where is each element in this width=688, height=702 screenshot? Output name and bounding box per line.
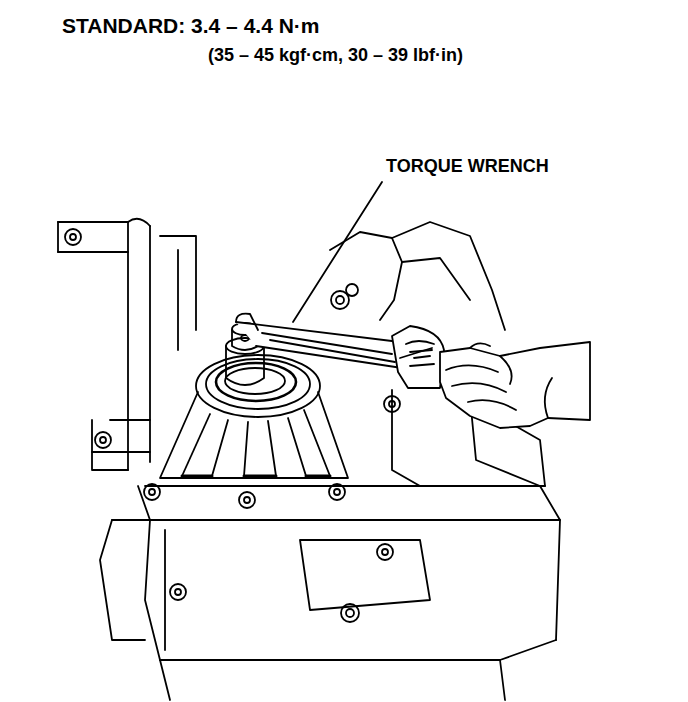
left-housing: [58, 219, 196, 470]
bolt-bosses-part: [389, 401, 395, 407]
bolt-bosses-part: [170, 584, 186, 600]
bolt-bosses-part: [341, 604, 359, 622]
left-housing-part: [127, 222, 129, 470]
ribbed-dome-part: [182, 475, 330, 478]
lower-casing-part: [138, 486, 556, 660]
bolt-bosses-part: [244, 497, 250, 503]
bolt-bosses-part: [175, 589, 181, 595]
torque-wrench-figure-part: [400, 348, 432, 358]
bolt-bosses-part: [100, 437, 106, 443]
hand-part: [500, 356, 512, 384]
bolt-bosses: [65, 229, 400, 622]
bolt-bosses-part: [144, 484, 160, 500]
bolt-bosses-part: [377, 544, 393, 560]
torque-wrench-figure-part: [406, 341, 434, 344]
ribbed-dome-part: [182, 414, 210, 476]
ribbed-dome: [160, 392, 348, 478]
bolt-bosses-part: [336, 296, 344, 304]
bolt-bosses-part: [346, 284, 358, 296]
ribbed-dome-part: [212, 420, 228, 476]
ribbed-dome-part: [304, 410, 330, 476]
lower-casing-part: [164, 530, 166, 650]
lower-casing-part: [145, 485, 545, 487]
right-housing-part: [540, 486, 560, 640]
bolt-bosses-part: [65, 229, 81, 245]
lower-casing-part: [500, 660, 505, 700]
leader-line: [293, 182, 382, 322]
bolt-bosses-part: [384, 396, 400, 412]
torque-wrench-figure-part: [410, 350, 434, 366]
bolt-bosses-part: [346, 609, 354, 617]
bolt-bosses-part: [239, 492, 255, 508]
right-housing-part: [402, 258, 470, 300]
bearing-seal-part: [206, 359, 310, 409]
left-housing-part: [92, 420, 128, 470]
torque-wrench-figure-part: [392, 326, 444, 388]
left-housing-part: [58, 221, 128, 223]
hand-part: [452, 383, 506, 392]
left-housing-part: [177, 250, 179, 350]
bolt-bosses-part: [329, 484, 345, 500]
lower-casing-part: [112, 519, 150, 521]
ribbed-dome-part: [244, 422, 248, 476]
bearing-seal-part: [196, 355, 320, 417]
lower-casing: [100, 486, 560, 700]
left-housing-part: [110, 419, 150, 421]
left-housing-part: [57, 222, 59, 252]
ribbed-dome-part: [268, 421, 276, 476]
torque-units: (35 – 45 kgf·cm, 30 – 39 lbf·in): [208, 46, 463, 66]
right-housing: [330, 222, 560, 640]
hand-part: [446, 365, 498, 372]
bearing-seal-part: [225, 368, 285, 394]
bolt-bosses-part: [149, 489, 155, 495]
lower-casing-part: [150, 519, 560, 521]
left-housing-part: [58, 251, 128, 253]
torque-wrench-figure: [232, 314, 444, 388]
left-housing-part: [128, 219, 150, 226]
ribbed-dome-part: [160, 392, 348, 478]
left-housing-part: [92, 451, 150, 453]
torque-standard: STANDARD: 3.4 – 4.4 N·m: [62, 14, 320, 37]
torque-wrench-figure-part: [270, 340, 395, 362]
bolt-bosses-part: [70, 234, 76, 240]
hand-part: [468, 400, 516, 410]
bolt-bosses-part: [95, 432, 111, 448]
hand-part: [440, 342, 590, 428]
bolt-bosses-part: [382, 549, 388, 555]
hand-part: [470, 343, 490, 348]
lower-casing-part: [100, 520, 145, 640]
bolt-bosses-part: [334, 489, 340, 495]
lower-casing-part: [300, 540, 430, 610]
right-housing-part: [505, 420, 545, 486]
torque-wrench-figure-part: [236, 322, 402, 368]
ribbed-dome-part: [288, 418, 306, 476]
left-housing-part: [149, 226, 151, 462]
bearing-seal: [196, 355, 320, 417]
lower-casing-part: [160, 660, 170, 700]
hand-part: [545, 378, 552, 418]
part-name: TORQUE WRENCH: [386, 157, 549, 177]
right-housing-part: [392, 222, 505, 330]
torque-wrench-figure-part: [236, 314, 258, 330]
right-housing-part: [392, 390, 420, 486]
hand: [440, 342, 590, 428]
